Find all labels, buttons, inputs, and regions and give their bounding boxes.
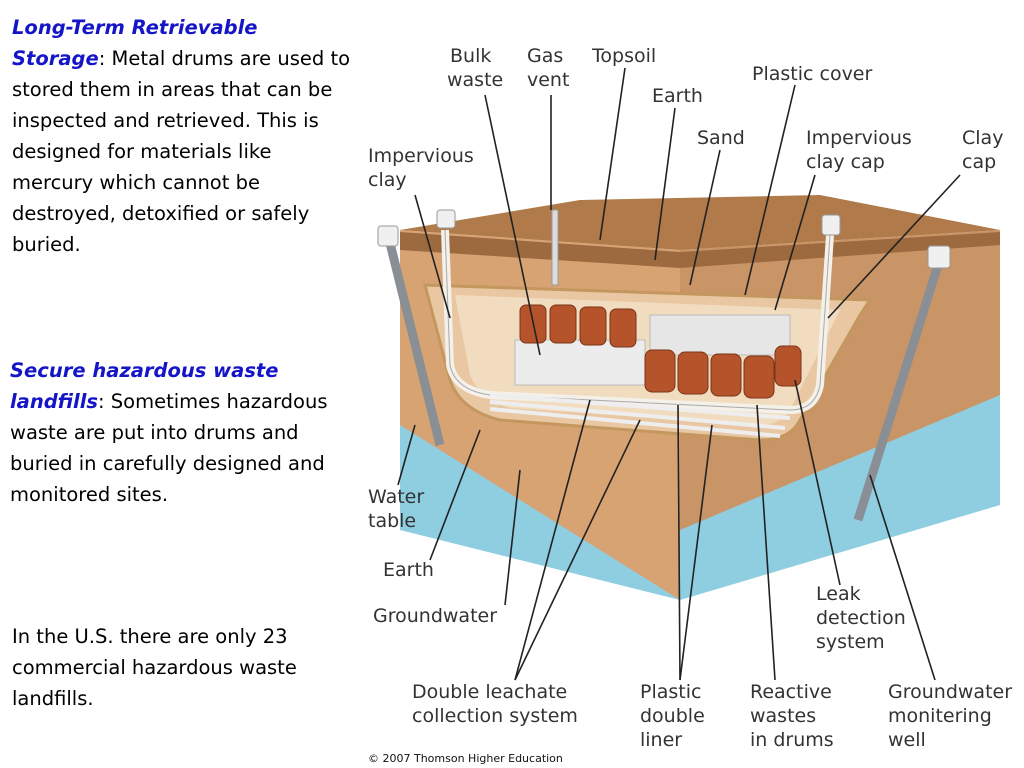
label-water-table-2: table bbox=[368, 510, 416, 532]
label-impervious-clay-2: clay bbox=[368, 169, 407, 191]
label-plastic-double-liner: Plastic bbox=[640, 681, 701, 703]
label-bulk-waste-2: waste bbox=[447, 69, 503, 91]
monitoring-well-left bbox=[377, 225, 445, 447]
liner-post-left bbox=[436, 209, 456, 229]
gas-vent-pipe bbox=[551, 209, 559, 286]
liner-post-right bbox=[821, 214, 841, 236]
label-earth-top: Earth bbox=[652, 85, 703, 107]
bulk-waste-block bbox=[649, 314, 791, 356]
label-clay-cap-2: cap bbox=[962, 151, 996, 173]
label-gas-vent-2: vent bbox=[527, 69, 569, 91]
label-plastic-double-liner-3: liner bbox=[640, 729, 682, 750]
label-reactive-wastes-3: in drums bbox=[750, 729, 834, 750]
paragraph-secure-landfills: Secure hazardous waste landfills: Someti… bbox=[10, 355, 350, 510]
label-groundwater: Groundwater bbox=[373, 605, 497, 627]
label-double-leachate: Double leachate bbox=[412, 681, 567, 703]
label-reactive-wastes-2: wastes bbox=[750, 705, 816, 727]
body-retrievable-storage: : Metal drums are used to stored them in… bbox=[12, 47, 351, 256]
label-earth-left: Earth bbox=[383, 559, 434, 581]
label-leak-detection-2: detection bbox=[816, 607, 906, 629]
label-impervious-clay-cap: Impervious bbox=[806, 127, 912, 149]
label-leak-detection-3: system bbox=[816, 631, 885, 653]
body-secure-landfills: : Sometimes hazardous waste are put into… bbox=[10, 390, 328, 506]
topsoil-band bbox=[400, 232, 1000, 268]
label-impervious-clay: Impervious bbox=[368, 145, 474, 167]
topsoil-top bbox=[400, 195, 1000, 250]
label-clay-cap: Clay bbox=[962, 127, 1003, 149]
paragraph-landfill-count: In the U.S. there are only 23 commercial… bbox=[12, 621, 352, 714]
paragraph-retrievable-storage: Long-Term Retrievable Storage: Metal dru… bbox=[12, 12, 352, 260]
label-double-leachate-2: collection system bbox=[412, 705, 578, 727]
label-water-table: Water bbox=[368, 486, 424, 508]
landfill-diagram: Bulk waste Gas vent Topsoil Plastic cove… bbox=[368, 45, 1012, 750]
label-bulk-waste: Bulk bbox=[450, 45, 491, 67]
label-gas-vent: Gas bbox=[527, 45, 563, 67]
label-impervious-clay-cap-2: clay cap bbox=[806, 151, 885, 173]
label-plastic-double-liner-2: double bbox=[640, 705, 705, 727]
label-groundwater-well-2: monitering bbox=[888, 705, 992, 727]
label-plastic-cover: Plastic cover bbox=[752, 63, 872, 85]
label-groundwater-well: Groundwater bbox=[888, 681, 1012, 703]
heading-secure-landfills: Secure hazardous waste landfills bbox=[10, 359, 279, 413]
label-topsoil: Topsoil bbox=[591, 45, 656, 67]
drums-front-row bbox=[644, 345, 802, 399]
copyright-notice: © 2007 Thomson Higher Education bbox=[368, 752, 563, 765]
label-reactive-wastes: Reactive bbox=[750, 681, 832, 703]
leachate-collection-layers bbox=[489, 393, 791, 438]
label-sand: Sand bbox=[697, 127, 745, 149]
heading-retrievable-storage: Long-Term Retrievable Storage bbox=[12, 16, 258, 70]
leader-lines bbox=[397, 67, 961, 681]
label-leak-detection: Leak bbox=[816, 583, 861, 605]
body-landfill-count: In the U.S. there are only 23 commercial… bbox=[12, 625, 297, 710]
label-groundwater-well-3: well bbox=[888, 729, 926, 750]
